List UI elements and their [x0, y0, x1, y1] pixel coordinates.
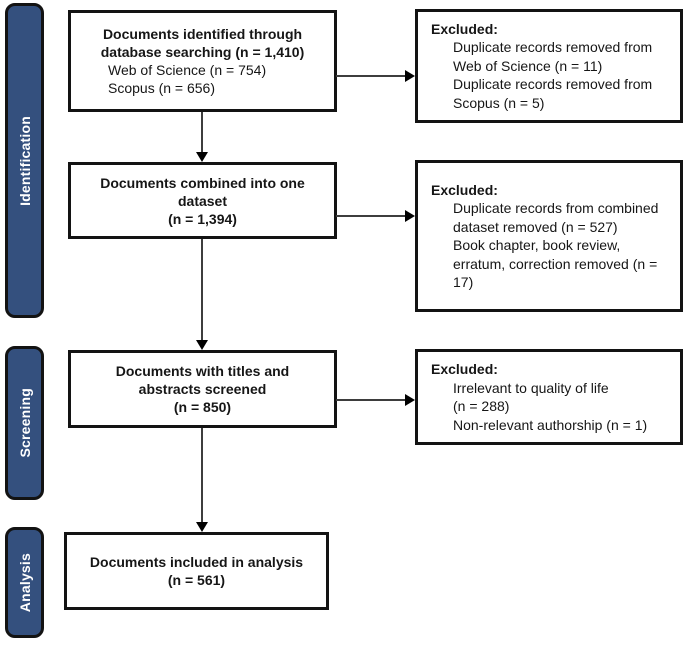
stage-identification-label: Identification	[16, 115, 33, 206]
box-excluded-screening: Excluded: Irrelevant to quality of life …	[415, 349, 683, 445]
excluded-line: dataset removed (n = 527)	[453, 218, 618, 235]
arrow-right-icon	[405, 394, 415, 406]
box-documents-included-title: Documents included in analysis (n = 561)	[67, 553, 326, 589]
title-line: (n = 1,394)	[168, 210, 237, 227]
excluded-line: Irrelevant to quality of life	[453, 379, 609, 396]
excluded-line: Duplicate records removed from	[453, 76, 653, 93]
title-line: (n = 561)	[167, 572, 226, 588]
box-documents-screened-title: Documents with titles and abstracts scre…	[71, 362, 334, 416]
stage-screening-label: Screening	[16, 388, 33, 458]
excluded-lines: Duplicate records from combined dataset …	[418, 199, 680, 292]
title-line: abstracts screened	[138, 381, 267, 397]
title-line: Documents included in analysis	[89, 554, 304, 570]
box-documents-identified-details: Web of Science (n = 754) Scopus (n = 656…	[71, 61, 334, 97]
box-documents-screened: Documents with titles and abstracts scre…	[68, 350, 337, 428]
box-documents-combined-title: Documents combined into one dataset (n =…	[71, 174, 334, 228]
arrow-line	[336, 215, 405, 217]
excluded-line: Scopus (n = 5)	[453, 94, 545, 111]
arrow-right-icon	[405, 70, 415, 82]
detail-line: Scopus (n = 656)	[108, 80, 216, 96]
title-line: Documents combined into one	[100, 174, 305, 191]
title-line: database searching (n = 1,410)	[100, 44, 305, 60]
excluded-line: (n = 288)	[453, 398, 510, 414]
box-documents-identified: Documents identified through database se…	[68, 10, 337, 112]
stage-identification: Identification	[5, 3, 44, 318]
arrow-down-icon	[196, 152, 208, 162]
title-line: dataset	[177, 192, 228, 209]
stage-analysis-label: Analysis	[16, 552, 33, 613]
excluded-line: Duplicate records from combined	[453, 200, 659, 216]
stage-screening: Screening	[5, 346, 44, 500]
arrow-line	[336, 75, 405, 77]
arrow-down-icon	[196, 522, 208, 532]
arrow-line	[201, 428, 203, 522]
arrow-line	[201, 112, 203, 152]
title-line: (n = 850)	[173, 399, 232, 415]
excluded-line: 17)	[453, 274, 474, 290]
box-excluded-identification-2: Excluded: Duplicate records from combine…	[415, 160, 683, 312]
excluded-line: erratum, correction removed (n =	[453, 255, 658, 272]
excluded-lines: Irrelevant to quality of life (n = 288) …	[418, 379, 680, 435]
box-excluded-identification-1: Excluded: Duplicate records removed from…	[415, 9, 683, 123]
arrow-right-icon	[405, 210, 415, 222]
excluded-title: Excluded:	[431, 361, 498, 377]
excluded-title: Excluded:	[431, 20, 498, 37]
excluded-line: Web of Science (n = 11)	[453, 57, 603, 74]
excluded-title: Excluded:	[431, 181, 498, 198]
arrow-line	[336, 399, 405, 401]
arrow-down-icon	[196, 340, 208, 350]
excluded-line: Duplicate records removed from	[453, 39, 653, 56]
excluded-line: Non-relevant authorship (n = 1)	[453, 416, 648, 433]
box-documents-identified-title: Documents identified through database se…	[71, 25, 334, 61]
excluded-lines: Duplicate records removed from Web of Sc…	[418, 38, 680, 112]
detail-line: Web of Science (n = 754)	[108, 62, 267, 78]
stage-analysis: Analysis	[5, 527, 44, 638]
title-line: Documents with titles and	[115, 363, 290, 379]
box-documents-included: Documents included in analysis (n = 561)	[64, 532, 329, 610]
arrow-line	[201, 239, 203, 340]
box-documents-combined: Documents combined into one dataset (n =…	[68, 162, 337, 239]
excluded-line: Book chapter, book review,	[453, 237, 621, 253]
title-line: Documents identified through	[102, 26, 303, 42]
